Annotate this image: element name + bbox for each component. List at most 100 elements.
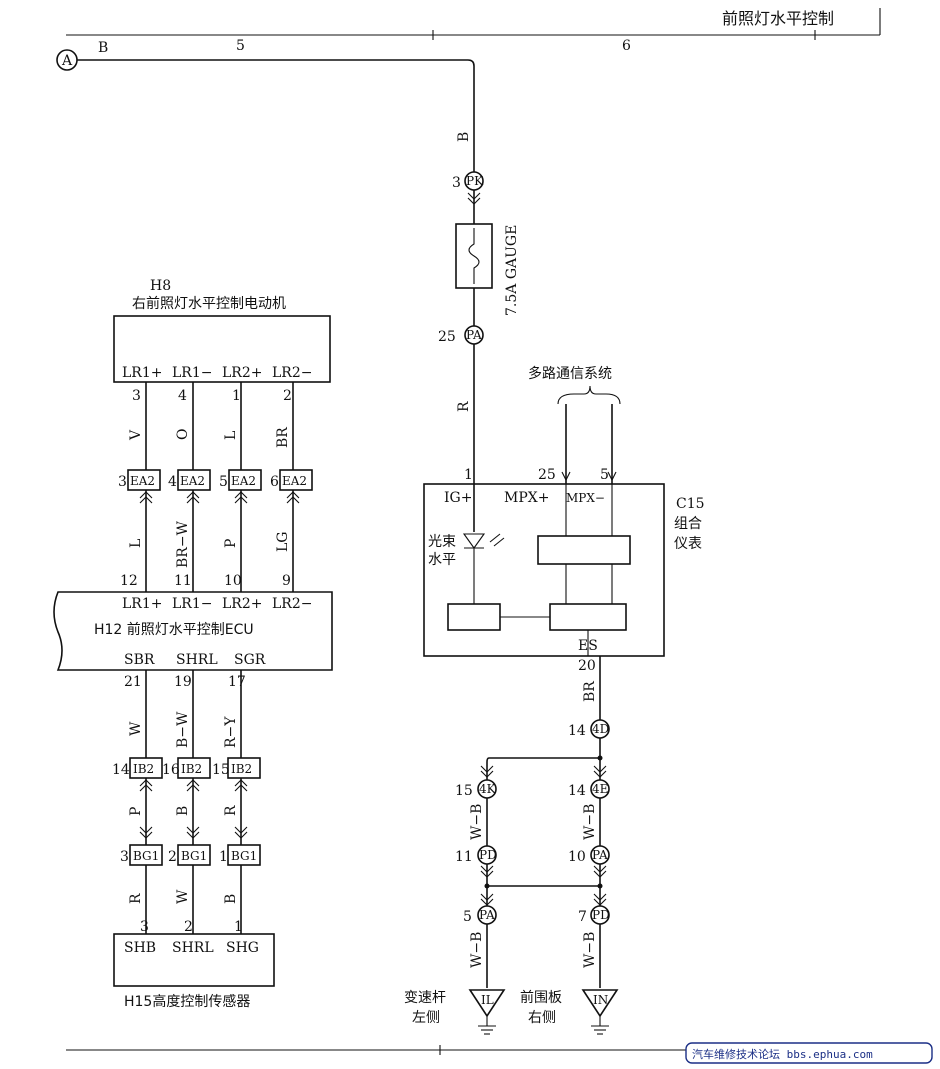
svg-text:14: 14	[112, 762, 130, 778]
c15-id: C15	[676, 496, 705, 512]
wire-color-b-vertical: B	[456, 132, 472, 142]
svg-text:W−B: W−B	[582, 932, 598, 968]
svg-text:W: W	[128, 721, 144, 736]
svg-text:B: B	[175, 806, 191, 816]
svg-text:11: 11	[455, 849, 473, 865]
svg-text:PK: PK	[466, 174, 484, 188]
svg-text:1: 1	[464, 467, 473, 483]
h12-ib2-wires	[145, 670, 242, 758]
h8-ea2-wires	[145, 382, 294, 470]
svg-text:SBR: SBR	[124, 652, 155, 668]
svg-text:BR: BR	[275, 427, 291, 448]
svg-text:20: 20	[578, 658, 596, 674]
svg-text:10: 10	[224, 573, 242, 589]
svg-text:4D: 4D	[592, 722, 609, 736]
svg-text:ES: ES	[578, 638, 598, 654]
connector-ea2-6	[279, 469, 313, 491]
svg-text:4E: 4E	[592, 782, 608, 796]
svg-text:25: 25	[538, 467, 556, 483]
svg-text:1: 1	[232, 388, 241, 404]
h15-title: H15高度控制传感器	[124, 993, 250, 1010]
svg-text:W−B: W−B	[469, 932, 485, 968]
beam-level-indicator-icon	[462, 533, 486, 549]
connector-bg1-1	[227, 844, 261, 866]
svg-text:15: 15	[455, 783, 473, 799]
svg-text:IG+: IG+	[444, 490, 472, 506]
fuse-icon	[468, 228, 480, 284]
svg-text:2: 2	[168, 849, 177, 865]
svg-text:SHRL: SHRL	[176, 652, 218, 668]
svg-text:LR1−: LR1−	[172, 596, 212, 612]
svg-text:水平: 水平	[428, 552, 456, 568]
svg-text:BR: BR	[582, 681, 598, 702]
svg-text:LR1+: LR1+	[122, 596, 162, 612]
svg-text:16: 16	[162, 762, 180, 778]
svg-text:L: L	[223, 431, 239, 440]
svg-text:10: 10	[568, 849, 586, 865]
svg-text:SGR: SGR	[234, 652, 266, 668]
svg-text:MPX+: MPX+	[504, 490, 549, 506]
svg-text:2: 2	[283, 388, 292, 404]
svg-text:19: 19	[174, 674, 192, 690]
h8-name: 右前照灯水平控制电动机	[132, 295, 286, 312]
svg-text:11: 11	[174, 573, 192, 589]
svg-text:左侧: 左侧	[412, 1010, 440, 1026]
svg-text:PD: PD	[592, 908, 610, 922]
svg-text:B: B	[223, 894, 239, 904]
connector-ea2-5	[228, 469, 262, 491]
h15-height-sensor	[113, 933, 275, 987]
svg-text:LR2−: LR2−	[272, 365, 312, 381]
svg-text:LR2+: LR2+	[222, 596, 262, 612]
bg1-h15-wires	[145, 865, 242, 934]
c15-combination-meter	[423, 483, 665, 657]
svg-text:PA: PA	[592, 848, 608, 862]
offpage-ref: A	[61, 53, 73, 69]
svg-text:PA: PA	[466, 328, 482, 342]
svg-text:R: R	[223, 805, 239, 816]
svg-text:4: 4	[178, 388, 187, 404]
svg-text:R−Y: R−Y	[223, 716, 239, 748]
svg-text:14: 14	[568, 783, 586, 799]
svg-text:前围板: 前围板	[520, 989, 562, 1006]
svg-text:LR1+: LR1+	[122, 365, 162, 381]
ea2-h12-wires	[145, 490, 294, 592]
wire-color-b: B	[98, 40, 108, 56]
svg-text:5: 5	[463, 909, 472, 925]
svg-text:SHG: SHG	[226, 940, 259, 956]
svg-text:右侧: 右侧	[528, 1010, 556, 1026]
fuse-label: 7.5A GAUGE	[504, 225, 520, 316]
svg-text:IL: IL	[481, 993, 494, 1007]
svg-text:光束: 光束	[428, 534, 456, 550]
ground-il-icon	[468, 989, 506, 1018]
svg-text:9: 9	[282, 573, 291, 589]
svg-text:17: 17	[228, 674, 246, 690]
watermark-text: 汽车维修技术论坛 bbs.ephua.com	[692, 1047, 873, 1061]
connector-ea2-3	[127, 469, 161, 491]
mpx-title: 多路通信系统	[528, 365, 612, 382]
svg-text:3: 3	[140, 919, 149, 935]
h8-id: H8	[150, 278, 171, 294]
svg-text:O: O	[175, 429, 191, 440]
svg-text:仪表: 仪表	[674, 536, 702, 552]
svg-text:LR2−: LR2−	[272, 596, 312, 612]
column-5: 5	[236, 38, 245, 54]
h12-ecu	[53, 591, 333, 671]
connector-bg1-2	[177, 844, 211, 866]
svg-text:BG1: BG1	[181, 849, 207, 863]
svg-text:12: 12	[120, 573, 138, 589]
svg-text:3: 3	[120, 849, 129, 865]
svg-text:W−B: W−B	[469, 804, 485, 840]
cpu-block	[549, 603, 627, 631]
svg-text:W−B: W−B	[582, 804, 598, 840]
svg-text:SHB: SHB	[124, 940, 156, 956]
h8-motor	[113, 315, 331, 383]
svg-text:P: P	[128, 807, 144, 816]
ground-in-icon	[581, 989, 619, 1018]
svg-text:W: W	[175, 889, 191, 904]
svg-text:EA2: EA2	[231, 474, 256, 488]
svg-text:变速杆: 变速杆	[404, 990, 446, 1006]
svg-text:EA2: EA2	[282, 474, 307, 488]
svg-text:6: 6	[270, 474, 279, 490]
diagram-title: 前照灯水平控制	[722, 9, 834, 28]
